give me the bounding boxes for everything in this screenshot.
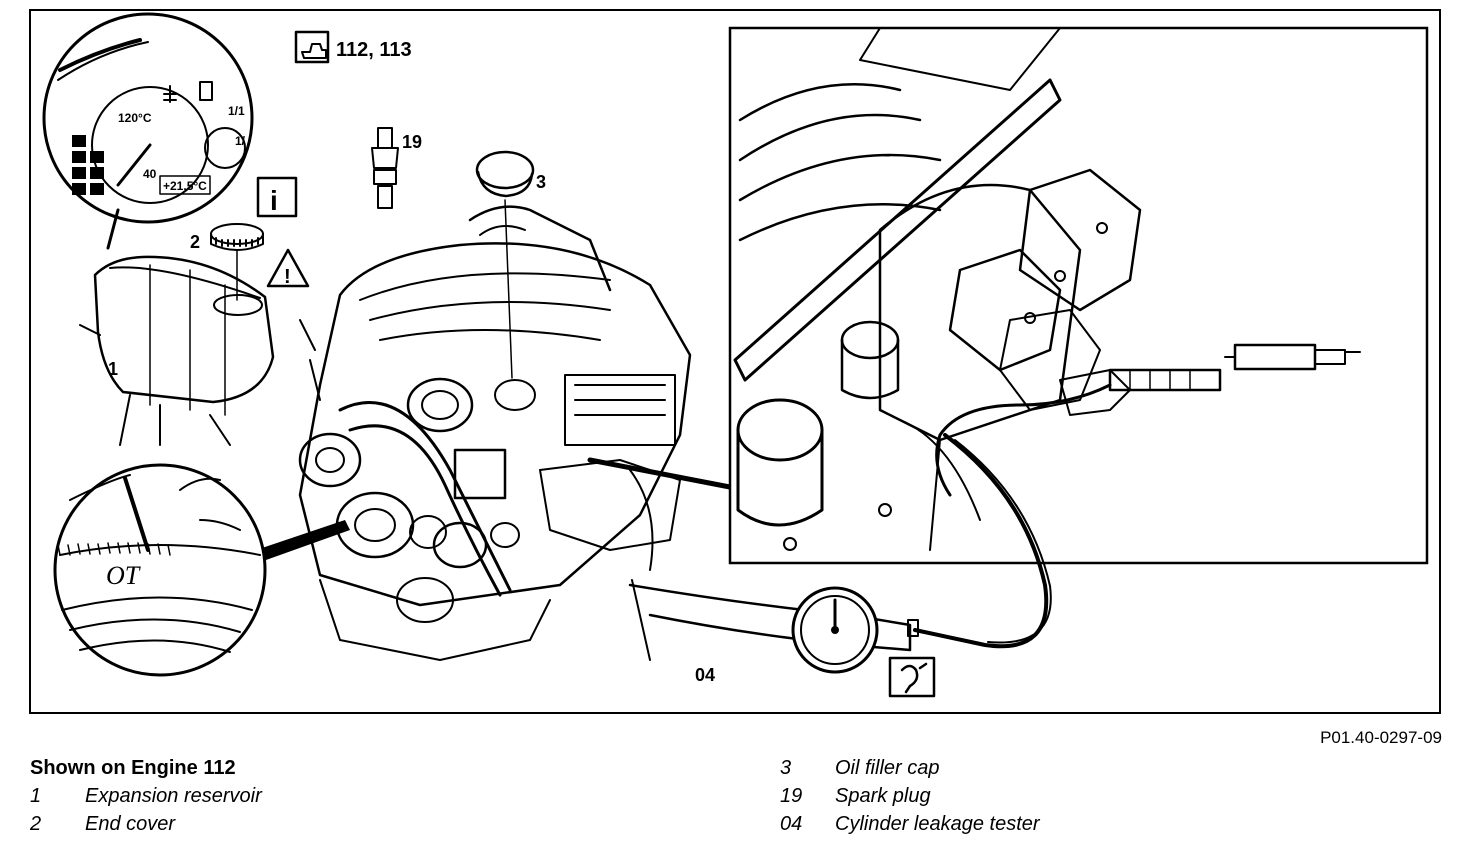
figure-id: P01.40-0297-09 — [1320, 728, 1442, 747]
legend-item-number: 19 — [780, 785, 803, 807]
gauge-temp-readout: +21.5°C — [163, 179, 207, 193]
special-tool-symbol — [888, 656, 936, 698]
legend-item-text: Spark plug — [835, 785, 931, 807]
gauge-temp-low: 40 — [143, 167, 157, 181]
engine-badge-label: 112, 113 — [336, 39, 412, 61]
legend-item: 1 Expansion reservoir — [30, 785, 430, 813]
tdc-marking-inset: OT — [53, 463, 350, 677]
callout-expansion-reservoir: 1 — [108, 359, 118, 379]
legend-item-number: 1 — [30, 785, 42, 807]
legend-item-text: End cover — [85, 813, 176, 835]
legend-item-number: 04 — [780, 813, 803, 835]
callout-leakage-tester: 04 — [695, 665, 715, 685]
callout-end-cover: 2 — [190, 232, 200, 252]
cylinder-head-detail-inset — [728, 26, 1429, 565]
legend-item-number: 2 — [30, 813, 42, 835]
engine-badge: 112, 113 — [294, 30, 412, 64]
temperature-gauge-inset: 120°C 40 1/1 1/ +21.5°C — [42, 12, 254, 250]
legend-item: 19 Spark plug — [780, 785, 1280, 813]
legend-item-text: Oil filler cap — [835, 757, 940, 779]
info-symbol: i — [256, 176, 298, 218]
info-symbol-label: i — [270, 185, 278, 216]
oil-filler-cap-part: 3 — [475, 150, 546, 379]
gauge-temp-high: 120°C — [118, 111, 152, 125]
callout-oil-filler-cap: 3 — [536, 172, 546, 192]
legend-right-column: 3 Oil filler cap 19 Spark plug 04 Cylind… — [780, 757, 1280, 841]
gauge-fuel-side: 1/ — [235, 134, 246, 148]
spark-plug-part: 19 — [371, 127, 422, 209]
expansion-reservoir-part: 1 — [79, 255, 275, 446]
legend-item: 2 End cover — [30, 813, 430, 841]
legend-left-column: 1 Expansion reservoir 2 End cover — [30, 785, 430, 841]
callout-spark-plug: 19 — [402, 132, 422, 152]
legend-item-text: Expansion reservoir — [85, 785, 262, 807]
legend-item: 04 Cylinder leakage tester — [780, 813, 1280, 841]
detail-connector-line — [587, 457, 738, 491]
legend-item-number: 3 — [780, 757, 792, 779]
legend-title: Shown on Engine 112 — [30, 757, 236, 779]
warning-symbol: ! — [266, 248, 310, 288]
legend-item-text: Cylinder leakage tester — [835, 813, 1040, 835]
warning-symbol-label: ! — [284, 266, 291, 288]
tdc-mark-label: OT — [106, 561, 141, 590]
engine-block — [298, 205, 692, 661]
legend-item: 3 Oil filler cap — [780, 757, 1280, 785]
gauge-fuel-full: 1/1 — [228, 104, 245, 118]
end-cover-part: 2 — [190, 223, 264, 301]
cylinder-leakage-tester: 04 — [628, 433, 1052, 685]
